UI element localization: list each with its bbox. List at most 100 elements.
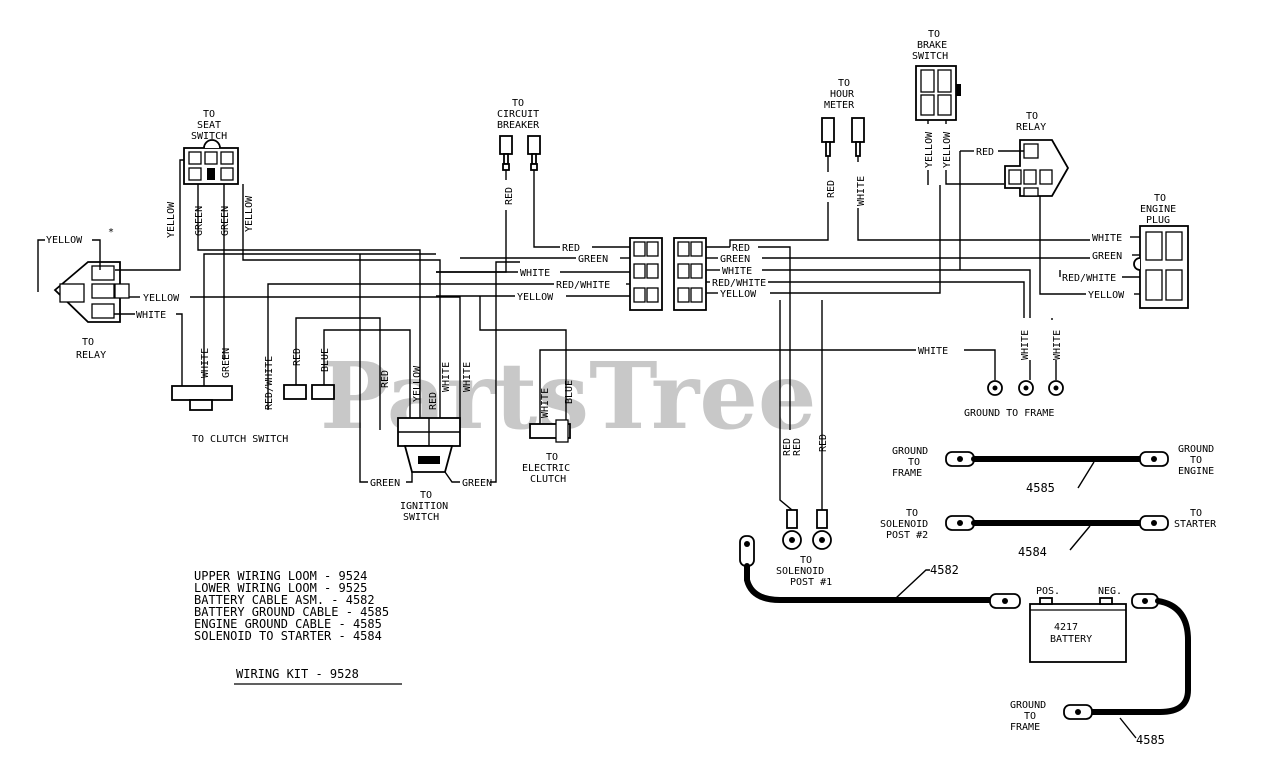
wire-label-red-cb: RED — [504, 187, 515, 205]
part-4585-battery: 4585 — [1136, 733, 1165, 747]
circuit-breaker-terminals — [499, 135, 541, 171]
solenoid-starter-cable — [945, 515, 1169, 531]
sp2-label-1: TO — [906, 508, 918, 519]
legend-line-2: LOWER WIRING LOOM - 9525 — [194, 581, 367, 595]
battery-model-label: 4217 — [1054, 622, 1078, 633]
battery-name-label: BATTERY — [1050, 634, 1092, 645]
legend-line-3: BATTERY CABLE ASM. - 4582 — [194, 593, 375, 607]
central-connector-right — [673, 237, 707, 311]
bs-label-1: TO — [928, 29, 940, 40]
relay-left-label-2: RELAY — [76, 350, 106, 361]
wire-label-red-sol-1: RED — [782, 438, 793, 456]
sol1-label-3: POST #1 — [790, 577, 832, 588]
ignition-label-3: SWITCH — [403, 512, 439, 523]
wire-label-yellow-ep: YELLOW — [1088, 290, 1125, 301]
gtf-b-label-3: FRAME — [1010, 722, 1040, 733]
wire-label-white-g1: WHITE — [1020, 330, 1031, 360]
relay-right-label-1: TO — [1026, 111, 1038, 122]
engine-plug-connector — [1133, 225, 1189, 309]
relay-right-label-2: RELAY — [1016, 122, 1046, 133]
gtf-b-label-2: TO — [1024, 711, 1036, 722]
central-connector-left — [629, 237, 663, 311]
relay-right-connector — [1004, 139, 1070, 197]
battery-pos-label: POS. — [1036, 586, 1060, 597]
sp2-label-3: POST #2 — [886, 530, 928, 541]
gte-label-1: GROUND — [1178, 444, 1214, 455]
wire-label-white-ec-run: WHITE — [918, 346, 948, 357]
wire-label-green-clutch: GREEN — [221, 348, 232, 378]
wire-label-yellow-bs-2: YELLOW — [942, 131, 953, 168]
wire-label-redwhite-c1: RED/WHITE — [556, 280, 610, 291]
part-4584: 4584 — [1018, 545, 1047, 559]
cb-label-3: BREAKER — [497, 120, 540, 131]
gte-label-2: TO — [1190, 455, 1202, 466]
wire-label-green-seat-2: GREEN — [220, 206, 231, 236]
wire-label-red-rr: RED — [976, 147, 994, 158]
parts-legend: UPPER WIRING LOOM - 9524 LOWER WIRING LO… — [194, 569, 389, 643]
gtf-b-label-1: GROUND — [1010, 700, 1046, 711]
ep-label-3: PLUG — [1146, 215, 1170, 226]
wire-label-green-ep: GREEN — [1092, 251, 1122, 262]
wire-label-blue-clutch: BLUE — [320, 348, 331, 372]
sol1-label-1: TO — [800, 555, 812, 566]
wire-label-red-sol-2: RED — [792, 438, 803, 456]
cb-label-2: CIRCUIT — [497, 109, 539, 120]
part-4582: 4582 — [930, 563, 959, 577]
wire-label-green-ign-1: GREEN — [370, 478, 400, 489]
clutch-switch-label: TO CLUTCH SWITCH — [192, 434, 288, 445]
ec-label-3: CLUTCH — [530, 474, 566, 485]
wire-label-yellow-ign: YELLOW — [412, 365, 423, 402]
asterisk-mark: * — [108, 227, 114, 238]
bs-label-3: SWITCH — [912, 51, 948, 62]
wire-label-green-seat-1: GREEN — [194, 206, 205, 236]
hm-label-1: TO — [838, 78, 850, 89]
wire-label-white-ign: WHITE — [441, 362, 452, 392]
wire-label-white-clutch: WHITE — [200, 348, 211, 378]
ep-label-2: ENGINE — [1140, 204, 1176, 215]
ep-label-1: TO — [1154, 193, 1166, 204]
seat-switch-label-2: SEAT — [197, 120, 221, 131]
wire-label-red-hm: RED — [826, 180, 837, 198]
brake-switch-connector — [915, 65, 961, 121]
wire-label-redwhite-clutch: RED/WHITE — [264, 356, 275, 410]
wire-label-yellow-c2: YELLOW — [720, 289, 757, 300]
relay-left-connector — [53, 261, 130, 323]
part-4585-engine: 4585 — [1026, 481, 1055, 495]
wire-label-white-relay: WHITE — [136, 310, 166, 321]
hm-label-2: HOUR — [830, 89, 855, 100]
starter-label-1: TO — [1190, 508, 1202, 519]
wire-label-yellow-bs-1: YELLOW — [924, 131, 935, 168]
wire-label-white-c2: WHITE — [722, 266, 752, 277]
ignition-label-2: IGNITION — [400, 501, 448, 512]
solenoid-post1-terminals — [782, 509, 832, 550]
ignition-switch-connector — [397, 417, 461, 473]
wire-label-red-ign-2: RED — [428, 392, 439, 410]
battery — [1029, 597, 1127, 663]
clutch-switch-connector — [171, 385, 233, 411]
ec-label-2: ELECTRIC — [522, 463, 570, 474]
wire-label-white-c1: WHITE — [520, 268, 550, 279]
wire-label-white-hm: WHITE — [856, 176, 867, 206]
wire-label-white-ep: WHITE — [1092, 233, 1122, 244]
wire-label-yellow-c1: YELLOW — [517, 292, 554, 303]
kit-title: WIRING KIT - 9528 — [236, 667, 359, 681]
bs-label-2: BRAKE — [917, 40, 947, 51]
seat-switch-label-1: TO — [203, 109, 215, 120]
wire-label-redwhite-c2: RED/WHITE — [712, 278, 766, 289]
battery-ground-cable — [1063, 593, 1191, 720]
wire-label-blue-ec: BLUE — [564, 380, 575, 404]
wire-label-red-sol-3: RED — [818, 434, 829, 452]
ground-ring-terminals — [987, 360, 1064, 396]
clutch-small-connector — [283, 384, 335, 400]
sp2-label-2: SOLENOID — [880, 519, 928, 530]
ground-frame-label: GROUND TO FRAME — [964, 408, 1054, 419]
engine-ground-cable — [945, 451, 1169, 467]
battery-cable — [739, 535, 1021, 609]
cb-label-1: TO — [512, 98, 524, 109]
seat-switch-connector — [183, 139, 239, 185]
wire-label-yellow-2: YELLOW — [143, 293, 180, 304]
legend-line-4: BATTERY GROUND CABLE - 4585 — [194, 605, 389, 619]
wire-label-white-ign-2: WHITE — [462, 362, 473, 392]
wire-label-red-c1: RED — [562, 243, 580, 254]
